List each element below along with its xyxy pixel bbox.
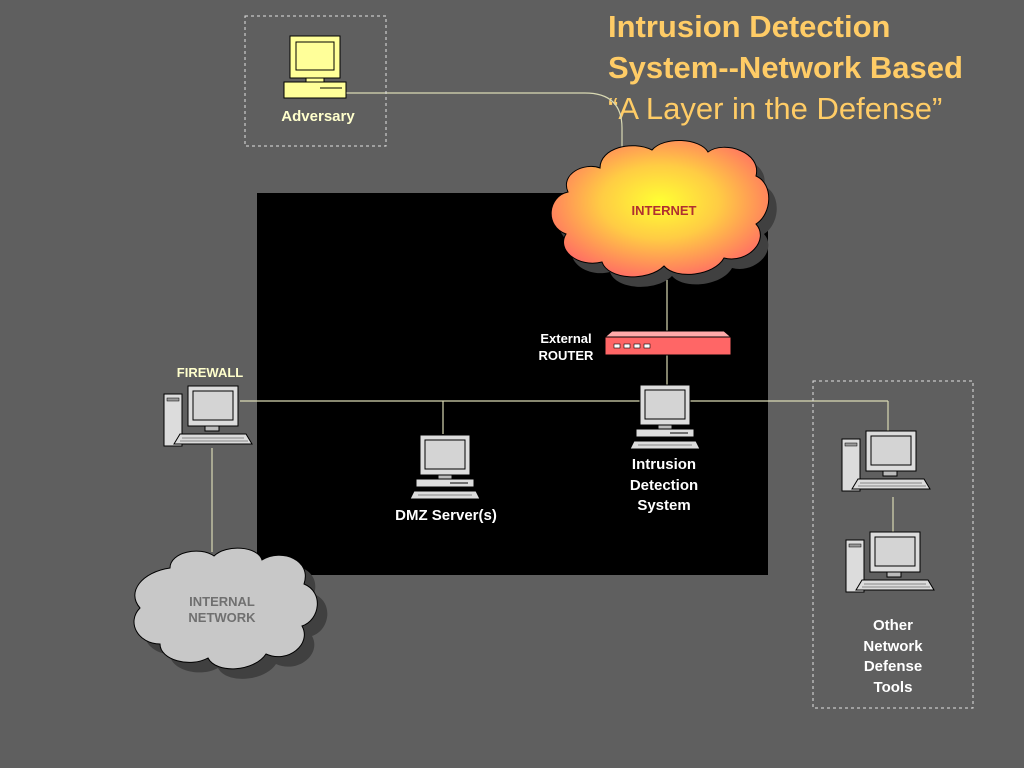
adversary-box xyxy=(244,15,387,147)
other-tools-box xyxy=(812,380,974,709)
other-tools-label-line-2: Network xyxy=(863,638,923,655)
title-line-2: System--Network Based xyxy=(608,50,963,85)
title-line-1: Intrusion Detection xyxy=(608,9,891,44)
adversary-computer-icon xyxy=(283,35,347,99)
internal-network-cloud-icon xyxy=(133,547,328,679)
defense-tool-tower-computer-icon-2 xyxy=(845,531,935,593)
ids-label-line-2: Detection xyxy=(630,477,698,494)
router-label-line-1: External xyxy=(540,331,591,346)
adversary-internet-link xyxy=(346,92,623,155)
router-icon xyxy=(603,330,733,356)
internal-network-label-line-2: NETWORK xyxy=(188,610,256,625)
defense-tool-tower-computer-icon-1 xyxy=(841,430,931,492)
subtitle: “A Layer in the Defense” xyxy=(608,91,943,126)
slide-title: Intrusion Detection System--Network Base… xyxy=(608,6,1024,129)
other-tools-label-line-1: Other xyxy=(873,617,913,634)
ids-label-line-1: Intrusion xyxy=(632,456,696,473)
network-links xyxy=(211,92,894,552)
internet-cloud-icon xyxy=(550,139,777,287)
router-label-line-2: ROUTER xyxy=(539,348,595,363)
internet-label: INTERNET xyxy=(632,203,697,218)
dmz-server-label: DMZ Server(s) xyxy=(395,507,497,524)
other-tools-label-line-4: Tools xyxy=(874,679,913,696)
firewall-tower-computer-icon xyxy=(163,385,253,447)
other-tools-label-line-3: Defense xyxy=(864,658,922,675)
adversary-label: Adversary xyxy=(281,108,355,125)
internal-network-label-line-1: INTERNAL xyxy=(189,594,255,609)
ids-label-line-3: System xyxy=(637,497,690,514)
firewall-label: FIREWALL xyxy=(177,365,243,380)
